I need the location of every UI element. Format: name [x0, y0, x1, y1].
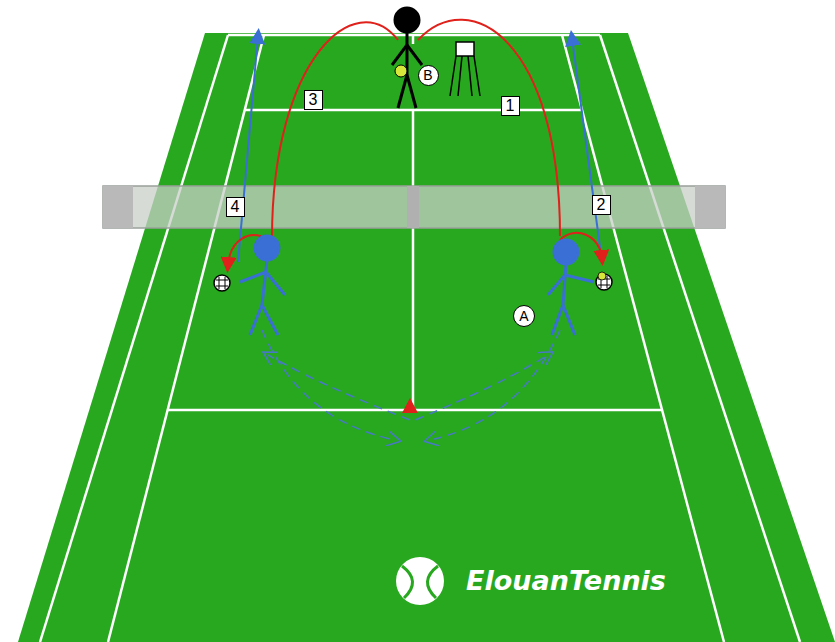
court-lines: [40, 35, 800, 642]
player-letter: B: [423, 68, 432, 82]
callout-number: 2: [597, 197, 606, 213]
callout-number: 4: [231, 199, 240, 215]
callout-number: 2: [592, 195, 611, 215]
cone: [402, 398, 418, 413]
player-letter: A: [519, 309, 528, 323]
callout-number: 3: [309, 92, 318, 108]
callout-number: 1: [501, 96, 520, 116]
court-surface: [18, 33, 835, 642]
ball-basket: [450, 42, 480, 96]
coach-figure: [392, 8, 422, 108]
ball: [395, 65, 407, 77]
recovery-paths: [262, 330, 560, 440]
player-letter-circle: B: [418, 65, 439, 86]
player-figure: [548, 240, 594, 335]
racket: [596, 272, 612, 290]
racket: [214, 275, 230, 291]
ball-trajectories: [228, 20, 602, 265]
movement-arrows: [238, 36, 602, 262]
logo-ball: [396, 557, 444, 605]
callout-number: 1: [506, 98, 515, 114]
watermark: ElouanTennis: [466, 565, 666, 596]
callout-number: 4: [226, 197, 245, 217]
callout-number: 3: [304, 90, 323, 110]
tennis-net: [103, 186, 725, 228]
player-figure: [240, 236, 285, 335]
player-letter-circle: A: [513, 305, 535, 327]
